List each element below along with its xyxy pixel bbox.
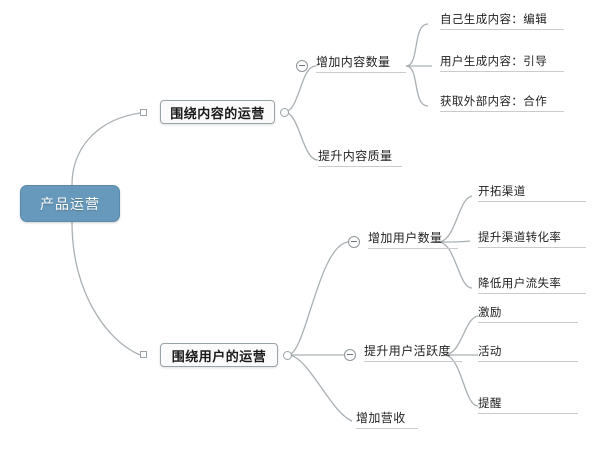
edge-root-to-user <box>71 221 141 356</box>
node-user-revenue-label: 增加营收 <box>356 411 406 425</box>
edge-active-to-leaf-1 <box>443 315 479 356</box>
leaf-user-reminder-label: 提醒 <box>478 396 502 410</box>
node-content-quantity[interactable]: 增加内容数量 <box>316 52 406 73</box>
leaf-user-expand-channels-label: 开拓渠道 <box>478 184 526 198</box>
leaf-content-self-generated-label: 自己生成内容：编辑 <box>440 12 548 26</box>
node-user-revenue[interactable]: 增加营收 <box>356 408 418 429</box>
node-user-count-label: 增加用户数量 <box>368 231 443 245</box>
leaf-user-incentive-label: 激励 <box>478 305 502 319</box>
leaf-content-user-generated-label: 用户生成内容：引导 <box>440 54 548 68</box>
branch-node-content[interactable]: 围绕内容的运营 <box>160 100 275 124</box>
leaf-user-campaign-label: 活动 <box>478 344 502 358</box>
node-user-count[interactable]: 增加用户数量 <box>368 228 458 249</box>
edge-user-to-count <box>287 241 349 356</box>
root-node[interactable]: 产品运营 <box>20 185 120 222</box>
edge-count-to-leaf-1 <box>437 195 473 243</box>
node-content-quality[interactable]: 提升内容质量 <box>318 146 402 167</box>
edge-root-to-content <box>71 112 141 186</box>
leaf-user-incentive[interactable]: 激励 <box>478 303 578 323</box>
leaf-content-external-label: 获取外部内容：合作 <box>440 94 548 108</box>
root-node-label: 产品运营 <box>40 196 100 213</box>
junction-circle-content[interactable] <box>280 108 289 117</box>
branch-node-user[interactable]: 围绕用户的运营 <box>160 343 278 367</box>
edge-qty-to-leaf-1 <box>405 23 429 67</box>
leaf-user-reminder[interactable]: 提醒 <box>478 394 578 414</box>
leaf-content-self-generated[interactable]: 自己生成内容：编辑 <box>440 10 564 30</box>
node-content-quality-label: 提升内容质量 <box>318 149 393 163</box>
leaf-user-campaign[interactable]: 活动 <box>478 342 578 362</box>
leaf-user-reduce-churn-label: 降低用户流失率 <box>478 276 562 290</box>
edge-count-to-leaf-3 <box>437 241 473 289</box>
edge-count-to-leaf-2 <box>437 240 471 243</box>
leaf-user-channel-conversion-label: 提升渠道转化率 <box>478 230 562 244</box>
edge-content-to-quality <box>283 111 319 161</box>
node-user-activity-label: 提升用户活跃度 <box>364 344 451 358</box>
leaf-user-expand-channels[interactable]: 开拓渠道 <box>478 182 586 202</box>
node-content-quantity-label: 增加内容数量 <box>316 55 391 69</box>
edge-active-to-leaf-3 <box>443 354 479 407</box>
edge-content-to-qty <box>283 65 317 113</box>
collapse-toggle-user-activity[interactable] <box>344 349 356 361</box>
leaf-content-external[interactable]: 获取外部内容：合作 <box>440 92 564 112</box>
junction-circle-user[interactable] <box>283 351 292 360</box>
edge-user-to-revenue <box>287 354 353 422</box>
branch-node-content-label: 围绕内容的运营 <box>170 106 265 122</box>
junction-user <box>140 351 147 358</box>
edge-qty-to-leaf-3 <box>405 65 429 107</box>
junction-content <box>140 109 147 116</box>
collapse-toggle-user-count[interactable] <box>348 236 360 248</box>
leaf-content-user-generated[interactable]: 用户生成内容：引导 <box>440 52 564 72</box>
leaf-user-reduce-churn[interactable]: 降低用户流失率 <box>478 274 586 294</box>
collapse-toggle-content-quantity[interactable] <box>296 60 308 72</box>
branch-node-user-label: 围绕用户的运营 <box>171 349 267 365</box>
leaf-user-channel-conversion[interactable]: 提升渠道转化率 <box>478 228 586 248</box>
node-user-activity[interactable]: 提升用户活跃度 <box>364 341 462 362</box>
